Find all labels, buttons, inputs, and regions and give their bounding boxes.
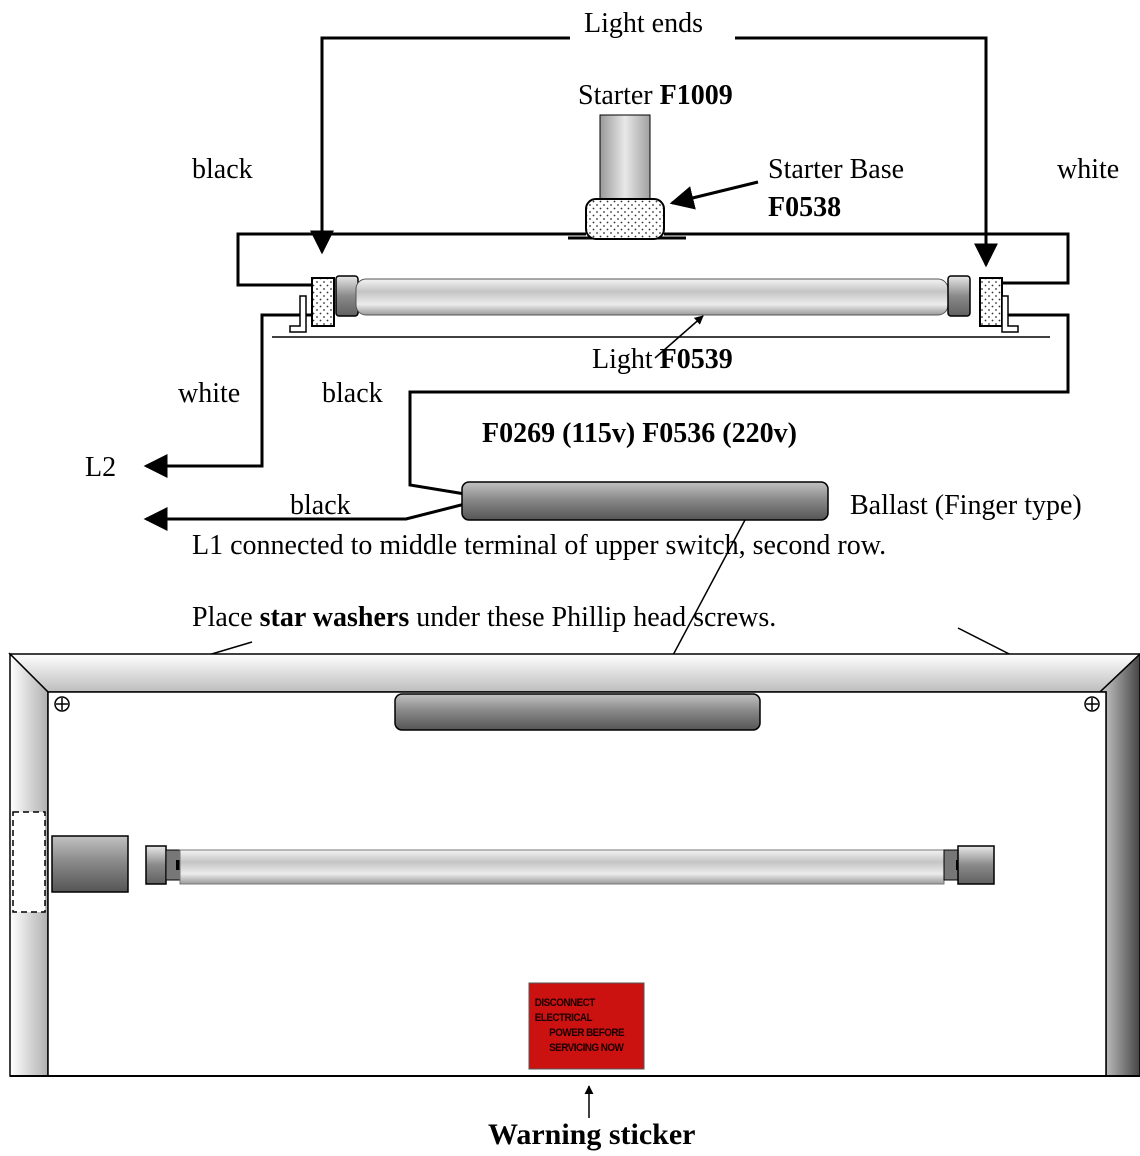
light-label-prefix: Light: [592, 344, 653, 375]
fluorescent-tube-top: [335, 275, 971, 317]
wire-label-black-l1: black: [290, 490, 351, 521]
starter-base: [585, 198, 665, 240]
washer-note-bold: star washers: [259, 602, 410, 633]
phillips-screw-right-icon: [1084, 696, 1100, 712]
washer-note: Place star washers under these Phillip h…: [192, 604, 776, 632]
switch-cutout: [12, 811, 46, 913]
light-ends-pointer: [310, 36, 998, 268]
starter-base-label: Starter Base: [768, 154, 905, 185]
starter-label-prefix: Starter: [578, 80, 653, 111]
warning-line-3: SERVICING NOW: [549, 1042, 624, 1054]
washer-note-suffix: under these Phillip head screws.: [416, 602, 777, 633]
fluorescent-tube-installed: [145, 845, 995, 885]
lamp-holder-right: [979, 277, 1019, 333]
warning-sticker: [528, 982, 645, 1070]
phillips-screw-left-icon: [54, 696, 70, 712]
ballast-label: Ballast (Finger type): [850, 490, 1082, 521]
ballast-installed: [394, 693, 761, 731]
light-code: F0539: [659, 344, 733, 375]
light-arrow: [654, 315, 704, 359]
lamp-holder-left: [289, 277, 335, 333]
fixture-wiring: [160, 232, 1070, 521]
wire-label-black-mid: black: [322, 378, 383, 409]
warning-line-2: POWER BEFORE: [549, 1027, 624, 1039]
ballast-top: [461, 481, 829, 521]
wire-label-white-top: white: [1057, 154, 1120, 185]
wire-label-black-top: black: [192, 154, 253, 185]
starter: [599, 114, 651, 202]
light-ends-label: Light ends: [584, 8, 703, 39]
washer-note-prefix: Place: [192, 602, 253, 633]
light-label: Light F0539: [592, 346, 733, 374]
starter-base-code: F0538: [768, 192, 842, 223]
l1-note: L1 connected to middle terminal of upper…: [192, 530, 887, 561]
warning-sticker-caption: Warning sticker: [488, 1118, 696, 1151]
wire-label-white-l2: white: [178, 378, 241, 409]
warning-sticker-text: DISCONNECT ELECTRICAL POWER BEFORE SERVI…: [529, 983, 644, 1069]
ballast-codes: F0269 (115v) F0536 (220v): [482, 418, 797, 449]
starter-code: F1009: [659, 80, 733, 111]
starter-installed: [51, 835, 129, 893]
warning-line-1: DISCONNECT ELECTRICAL: [534, 997, 596, 1024]
starter-base-arrow: [669, 180, 759, 210]
l2-label: L2: [85, 452, 117, 483]
starter-label: Starter F1009: [578, 82, 733, 110]
